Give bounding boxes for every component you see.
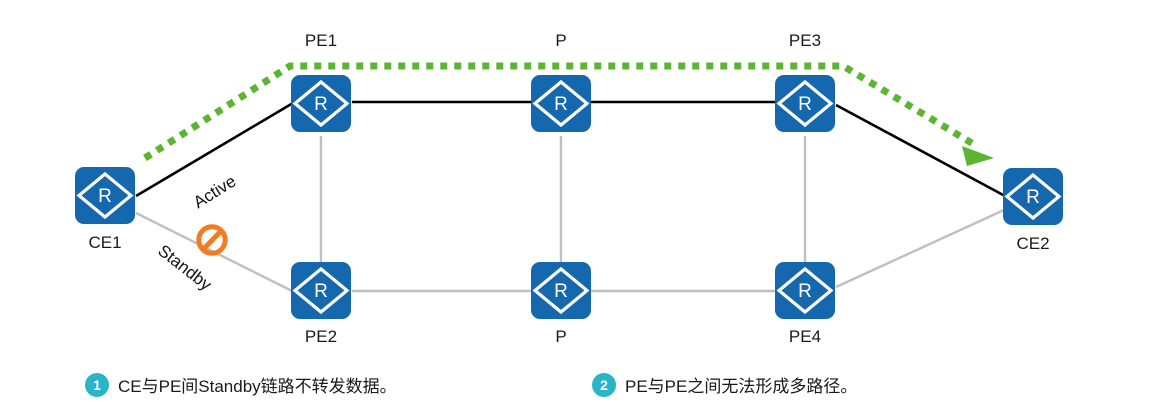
router-icon xyxy=(291,262,351,319)
node-pe2[interactable]: R xyxy=(291,262,351,319)
node-p-top[interactable]: R xyxy=(531,75,591,132)
router-diamond-glyph xyxy=(292,79,350,128)
router-icon xyxy=(531,75,591,132)
router-icon xyxy=(775,75,835,132)
router-nodes: R R R R R xyxy=(75,75,1063,319)
router-icon xyxy=(75,167,135,224)
node-label-ce2: CE2 xyxy=(1016,234,1050,253)
node-pe4[interactable]: R xyxy=(775,262,835,319)
router-letter: R xyxy=(98,186,112,207)
node-pe1[interactable]: R xyxy=(291,75,351,132)
node-label-pe4: PE4 xyxy=(788,327,822,346)
router-icon xyxy=(291,75,351,132)
legend-item-2: 2 PE与PE之间无法形成多路径。 xyxy=(592,372,857,397)
flow-path-arrowhead xyxy=(962,146,994,166)
router-letter: R xyxy=(554,281,568,302)
green-flow-path xyxy=(143,62,994,166)
node-pe3[interactable]: R xyxy=(775,75,835,132)
active-links xyxy=(135,100,1006,198)
legend-text-2: PE与PE之间无法形成多路径。 xyxy=(625,377,858,396)
node-label-p-bottom: P xyxy=(555,327,567,346)
node-label-pe2: PE2 xyxy=(304,327,338,346)
node-label-ce1: CE1 xyxy=(88,233,122,252)
node-label-pe1: PE1 xyxy=(304,31,338,50)
node-label-p-top: P xyxy=(555,31,567,50)
legend-text-1: CE与PE间Standby链路不转发数据。 xyxy=(118,377,397,396)
router-letter: R xyxy=(554,94,568,115)
router-diamond-glyph xyxy=(776,79,834,128)
router-diamond-glyph xyxy=(1004,172,1062,221)
link-pe4-ce2 xyxy=(835,208,1005,289)
router-icon xyxy=(775,262,835,319)
router-diamond-glyph xyxy=(776,266,834,315)
router-icon xyxy=(1003,168,1063,225)
node-p-bottom[interactable]: R xyxy=(531,262,591,319)
legend-badge-2: 2 xyxy=(592,372,616,397)
standby-blocked-icon xyxy=(196,224,228,256)
router-letter: R xyxy=(798,281,812,302)
router-letter: R xyxy=(1026,187,1040,208)
legend-badge-1: 1 xyxy=(85,372,109,397)
legend-item-1: 1 CE与PE间Standby链路不转发数据。 xyxy=(85,372,397,397)
node-ce1[interactable]: R xyxy=(75,167,135,224)
router-diamond-glyph xyxy=(532,79,590,128)
standby-links xyxy=(135,136,1005,293)
link-pe3-ce2 xyxy=(835,103,1006,198)
flow-path-line xyxy=(143,62,977,161)
router-diamond-glyph xyxy=(76,171,134,220)
router-letter: R xyxy=(314,281,328,302)
router-letter: R xyxy=(314,94,328,115)
router-diamond-glyph xyxy=(532,266,590,315)
router-diamond-glyph xyxy=(292,266,350,315)
router-letter: R xyxy=(798,94,812,115)
link-ce1-pe1 xyxy=(135,101,294,198)
router-icon xyxy=(531,262,591,319)
node-ce2[interactable]: R xyxy=(1003,168,1063,225)
node-label-pe3: PE3 xyxy=(788,31,822,50)
